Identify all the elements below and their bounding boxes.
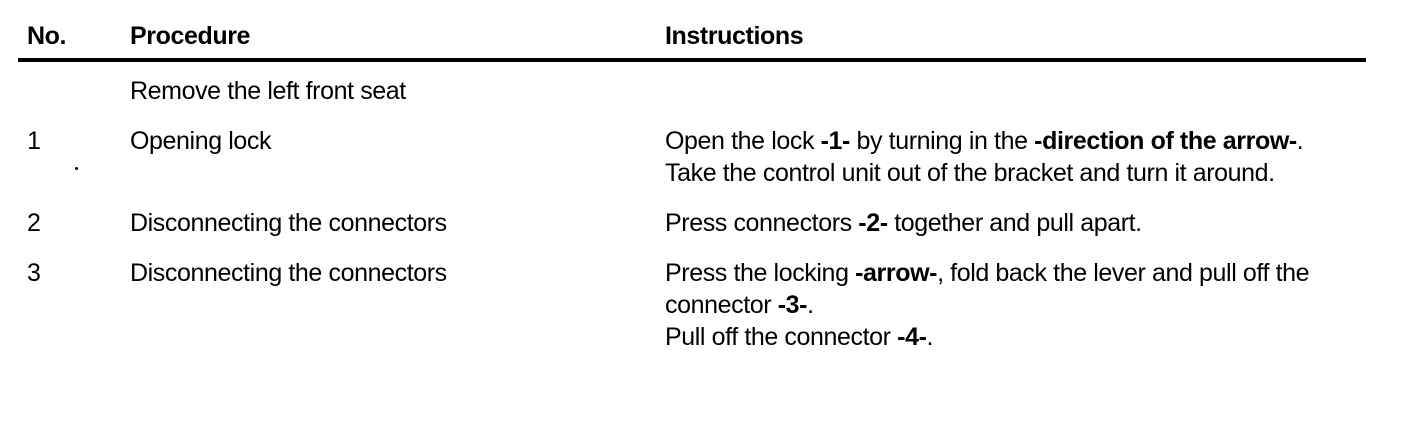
procedure-cell: Disconnecting the connectors xyxy=(130,259,447,287)
table-row: 3 Disconnecting the connectors Press the l… xyxy=(27,257,1408,353)
table-body: Remove the left front seat 1 Opening lock O… xyxy=(27,75,1408,353)
instruction-paragraph: Press the locking -arrow-, fold back the… xyxy=(665,259,1310,319)
procedure-cell: Remove the left front seat xyxy=(130,77,406,105)
instructions-cell xyxy=(665,75,1345,107)
instruction-paragraph: Pull off the connector -4-. xyxy=(665,323,934,351)
table-header-row: No. Procedure Instructions xyxy=(27,20,1408,52)
scan-artifact-dot xyxy=(75,167,78,170)
instruction-paragraph: Open the lock -1- by turning in the -dir… xyxy=(665,127,1304,187)
procedure-cell: Disconnecting the connectors xyxy=(130,209,447,237)
instructions-cell: Press the locking -arrow-, fold back the… xyxy=(665,257,1345,353)
instructions-cell: Open the lock -1- by turning in the -dir… xyxy=(665,125,1345,189)
row-number-cell xyxy=(27,75,130,107)
row-number-cell: 2 xyxy=(27,209,41,237)
table-row: 1 Opening lock Open the lock -1- by turnin… xyxy=(27,125,1408,189)
table-row: Remove the left front seat xyxy=(27,75,1408,107)
table-row: 2 Disconnecting the connectors Press conne… xyxy=(27,207,1408,239)
procedure-cell: Opening lock xyxy=(130,127,272,155)
header-rule xyxy=(18,58,1366,62)
instructions-cell: Press connectors -2- together and pull a… xyxy=(665,207,1345,239)
column-header-no: No. xyxy=(27,22,67,50)
column-header-instructions: Instructions xyxy=(665,22,804,50)
column-header-procedure: Procedure xyxy=(130,22,251,50)
row-number-cell: 3 xyxy=(27,259,41,287)
row-number-cell: 1 xyxy=(27,127,41,155)
instruction-paragraph: Press connectors -2- together and pull a… xyxy=(665,209,1142,237)
